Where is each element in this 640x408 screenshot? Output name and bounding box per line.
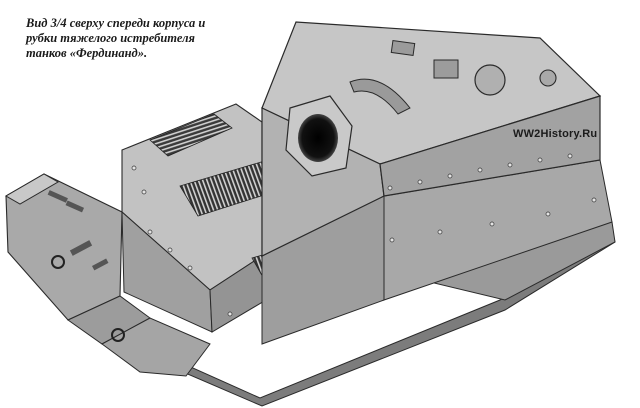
caption-line: Вид 3/4 сверху спереди корпуса и: [26, 16, 206, 30]
bolt-pattern: [131, 153, 597, 317]
vent-cap: [539, 69, 557, 87]
roof-hatch-arc: [349, 78, 411, 115]
loader-hatch: [474, 64, 506, 96]
figure-caption: Вид 3/4 сверху спереди корпуса и рубки т…: [26, 16, 226, 61]
engine-grille-rear: [149, 113, 233, 157]
caption-line: рубки тяжелого истребителя: [26, 31, 195, 45]
casemate: [261, 21, 602, 257]
front-glacis: [4, 173, 211, 377]
gun-port: [298, 114, 338, 162]
site-watermark: WW2History.Ru: [513, 128, 598, 140]
caption-line: танков «Фердинанд».: [26, 46, 148, 60]
commander-periscope: [433, 59, 459, 79]
